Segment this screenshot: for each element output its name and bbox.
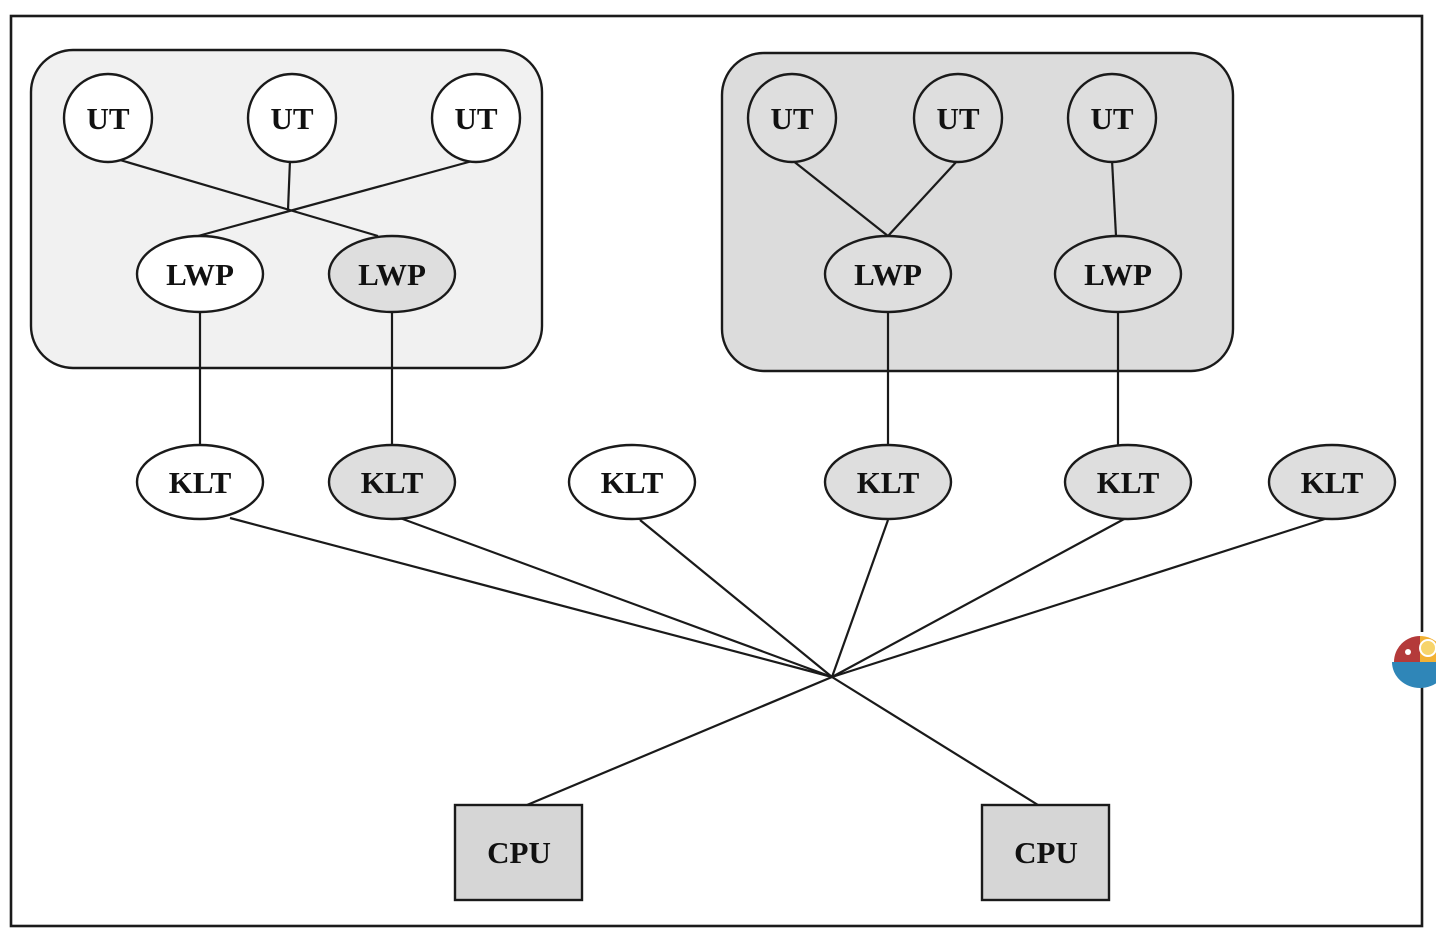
klt-label: KLT <box>857 465 920 500</box>
edge-ut4-lwp3 <box>791 159 889 237</box>
edge-klt6-hub <box>831 516 1329 679</box>
lwp-label: LWP <box>358 257 426 292</box>
cpu-node: CPU <box>453 803 584 902</box>
edge-hub-cpu1 <box>526 675 833 807</box>
edge-klt2-hub <box>399 516 833 679</box>
klt-node: KLT <box>1063 443 1193 521</box>
user-thread-label: UT <box>770 101 813 136</box>
user-thread-node: UT <box>246 72 338 164</box>
edge-klt5-hub <box>831 517 1127 678</box>
edge-klt3-hub <box>639 519 833 678</box>
klt-node: KLT <box>567 443 697 521</box>
user-thread-label: UT <box>454 101 497 136</box>
lwp-node: LWP <box>327 234 457 314</box>
klt-label: KLT <box>601 465 664 500</box>
user-thread-label: UT <box>86 101 129 136</box>
klt-label: KLT <box>169 465 232 500</box>
lwp-node: LWP <box>1053 234 1183 314</box>
edge-ut5-lwp3 <box>887 159 959 237</box>
lwp-node: LWP <box>135 234 265 314</box>
user-thread-label: UT <box>270 101 313 136</box>
user-thread-node: UT <box>1066 72 1158 164</box>
klt-node: KLT <box>1267 443 1397 521</box>
klt-node: KLT <box>823 443 953 521</box>
user-thread-node: UT <box>912 72 1004 164</box>
cpu-label: CPU <box>1014 835 1078 870</box>
edge-ut6-lwp4 <box>1110 159 1118 237</box>
lwp-label: LWP <box>166 257 234 292</box>
lwp-label: LWP <box>854 257 922 292</box>
klt-label: KLT <box>361 465 424 500</box>
user-thread-label: UT <box>936 101 979 136</box>
klt-label: KLT <box>1301 465 1364 500</box>
edge-klt4-hub <box>830 519 890 678</box>
lwp-label: LWP <box>1084 257 1152 292</box>
edge-klt1-hub <box>229 516 833 679</box>
edge-ut2-lwp1 <box>286 159 292 211</box>
user-thread-node: UT <box>746 72 838 164</box>
klt-node: KLT <box>135 443 265 521</box>
lwp-node: LWP <box>823 234 953 314</box>
edge-ut3-lwp1 <box>197 158 477 238</box>
fruit-bowl-icon <box>1390 632 1436 690</box>
user-thread-node: UT <box>430 72 522 164</box>
cpu-label: CPU <box>487 835 551 870</box>
klt-label: KLT <box>1097 465 1160 500</box>
klt-node: KLT <box>327 443 457 521</box>
cpu-node: CPU <box>980 803 1111 902</box>
user-thread-label: UT <box>1090 101 1133 136</box>
edge-ut1-lwp2 <box>119 158 379 238</box>
user-thread-node: UT <box>62 72 154 164</box>
edge-hub-cpu2 <box>831 676 1039 806</box>
